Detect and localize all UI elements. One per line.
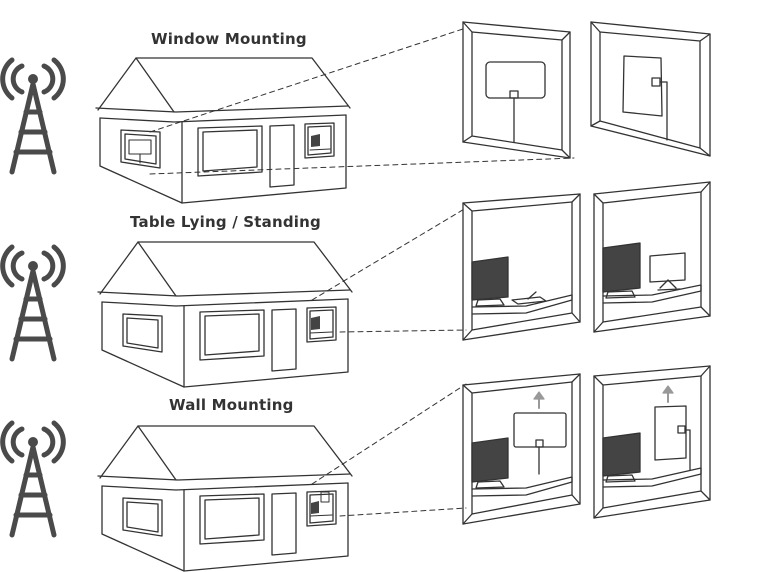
panel-wall-horizontal: [462, 373, 581, 525]
flat-antenna-icon: [511, 296, 547, 305]
panel-window-horizontal: [462, 21, 571, 159]
signal-tower-icon: [0, 57, 66, 175]
panel-window-vertical: [590, 21, 711, 157]
section-title-wall-mounting: Wall Mounting: [169, 396, 294, 414]
callout-lines: [149, 27, 575, 517]
panel-table-standing: [593, 181, 711, 333]
house-icon: [97, 425, 353, 572]
signal-tower-icon: [3, 423, 64, 535]
signal-tower-icon: [3, 247, 64, 359]
tv-icon: [602, 242, 641, 293]
tv-icon: [471, 256, 509, 301]
section-title-window-mounting: Window Mounting: [151, 30, 307, 48]
house-icon: [95, 57, 351, 204]
flat-antenna-icon: [654, 405, 687, 461]
tv-icon: [471, 437, 509, 483]
flat-antenna-icon: [649, 252, 686, 283]
tv-icon: [602, 432, 641, 477]
panel-wall-vertical: [593, 365, 711, 519]
section-title-table-lying-standing: Table Lying / Standing: [130, 213, 321, 231]
panel-table-lying: [462, 193, 581, 341]
flat-antenna-icon: [622, 55, 663, 117]
house-icon: [97, 241, 353, 388]
flat-antenna-icon: [513, 412, 567, 448]
flat-antenna-icon: [485, 61, 546, 99]
flat-antenna-icon: [128, 139, 152, 155]
